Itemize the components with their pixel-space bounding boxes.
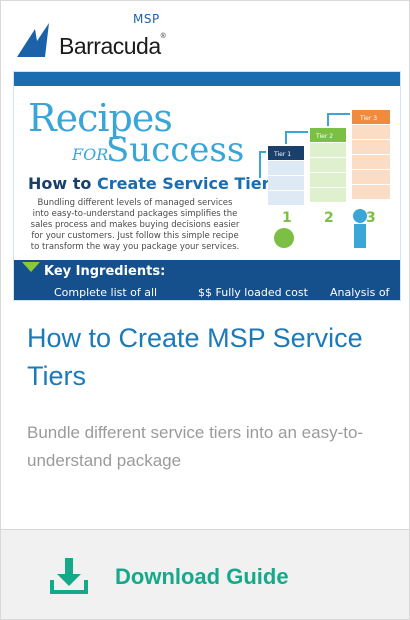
cover-for-text: FOR — [72, 145, 109, 164]
cover-success-text: Success — [106, 130, 245, 170]
tier-table-2 — [310, 128, 346, 202]
gear-icon — [274, 228, 294, 248]
chevron-down-icon — [22, 262, 40, 272]
tier-table-1 — [268, 146, 304, 205]
barracuda-fin-icon — [17, 23, 49, 57]
tier-2-label: Tier 2 — [315, 133, 333, 140]
card-title[interactable]: How to Create MSP Service Tiers — [27, 323, 363, 391]
cover-top-bar — [14, 72, 400, 86]
download-guide-label[interactable]: Download Guide — [115, 564, 289, 589]
tier-number-3: 3 — [366, 210, 376, 226]
service-tiers-illustration: Tier 1 Tier 2 Tier 3 1 2 3 — [259, 110, 390, 248]
person-body-icon — [354, 224, 366, 248]
tier-number-2: 2 — [324, 210, 334, 226]
barracuda-logo: MSP Barracuda® — [15, 9, 175, 61]
ingredient-item: Analysis of — [330, 286, 390, 299]
person-head-icon — [353, 209, 367, 223]
ingredient-item: Complete list of all — [54, 286, 158, 299]
tier-number-1: 1 — [282, 210, 292, 226]
card-subtitle: Bundle different service tiers into an e… — [27, 423, 364, 470]
key-ingredients-title: Key Ingredients: — [44, 264, 166, 279]
cover-body-text: Bundling different levels of managed ser… — [30, 198, 240, 252]
tier-1-label: Tier 1 — [273, 151, 291, 158]
logo-name-text: Barracuda® — [59, 33, 166, 59]
key-ingredients-band — [14, 260, 400, 300]
download-guide-button[interactable]: Download Guide — [1, 529, 409, 619]
cover-subheading: How to Create Service Tiers — [28, 174, 280, 193]
logo-msp-text: MSP — [133, 12, 160, 26]
ingredient-item: $$ Fully loaded cost — [198, 286, 308, 299]
tier-3-label: Tier 3 — [359, 115, 377, 122]
guide-cover-image: Recipes FOR Success How to Create Servic… — [13, 71, 401, 301]
tier-table-3 — [352, 110, 390, 199]
cover-recipes-text: Recipes — [28, 96, 173, 140]
download-icon — [50, 558, 88, 594]
